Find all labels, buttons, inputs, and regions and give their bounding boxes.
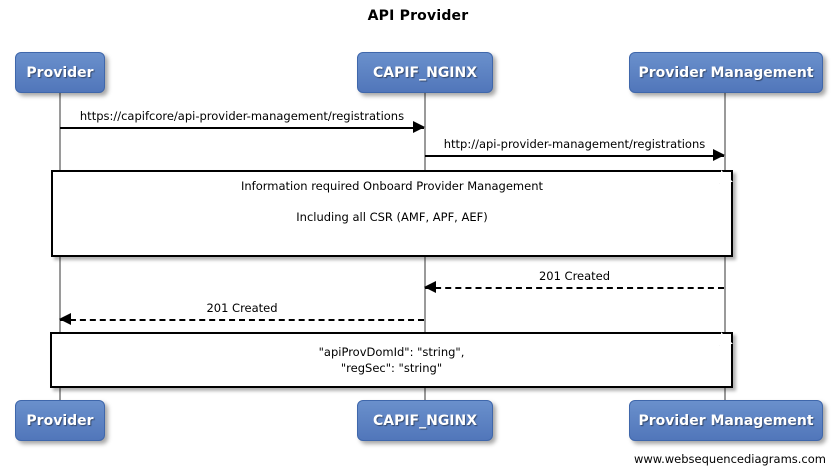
participant-label: Provider Management bbox=[638, 412, 814, 429]
participant-label: Provider Management bbox=[638, 64, 814, 81]
note-line: "regSec": "string" bbox=[340, 360, 443, 375]
message-label: 201 Created bbox=[538, 269, 611, 283]
message-line bbox=[60, 319, 424, 321]
note-line: Information required Onboard Provider Ma… bbox=[240, 178, 544, 193]
message-line bbox=[425, 155, 724, 157]
participant-label: CAPIF_NGINX bbox=[372, 64, 478, 81]
note-information-required: Information required Onboard Provider Ma… bbox=[51, 170, 733, 257]
arrowhead-left-icon bbox=[424, 281, 436, 293]
message-line bbox=[60, 127, 424, 129]
participant-label: Provider bbox=[26, 64, 94, 81]
note-line: "apiProvDomId": "string", bbox=[318, 344, 465, 359]
arrowhead-left-icon bbox=[59, 313, 71, 325]
arrowhead-right-icon bbox=[713, 149, 725, 161]
message-label: 201 Created bbox=[206, 301, 278, 315]
message-label: http://api-provider-management/registrat… bbox=[443, 137, 706, 151]
participant-label: CAPIF_NGINX bbox=[372, 412, 478, 429]
participant-provider-bottom[interactable]: Provider bbox=[15, 400, 105, 441]
participant-provider-top[interactable]: Provider bbox=[15, 52, 105, 93]
arrowhead-right-icon bbox=[413, 121, 425, 133]
message-line bbox=[425, 287, 724, 289]
footer-watermark: www.websequencediagrams.com bbox=[633, 452, 826, 466]
diagram-title: API Provider bbox=[367, 8, 469, 24]
participant-capif-nginx-top[interactable]: CAPIF_NGINX bbox=[357, 52, 493, 93]
participant-capif-nginx-bottom[interactable]: CAPIF_NGINX bbox=[357, 400, 493, 441]
note-fold-edge-icon bbox=[719, 332, 733, 346]
note-line: Including all CSR (AMF, APF, AEF) bbox=[296, 209, 488, 224]
note-fold-edge-icon bbox=[719, 170, 733, 184]
note-response-payload: "apiProvDomId": "string", "regSec": "str… bbox=[50, 332, 733, 388]
message-label: https://capifcore/api-provider-managemen… bbox=[79, 109, 405, 123]
participant-provider-management-top[interactable]: Provider Management bbox=[629, 52, 823, 93]
participant-provider-management-bottom[interactable]: Provider Management bbox=[629, 400, 823, 441]
participant-label: Provider bbox=[26, 412, 94, 429]
